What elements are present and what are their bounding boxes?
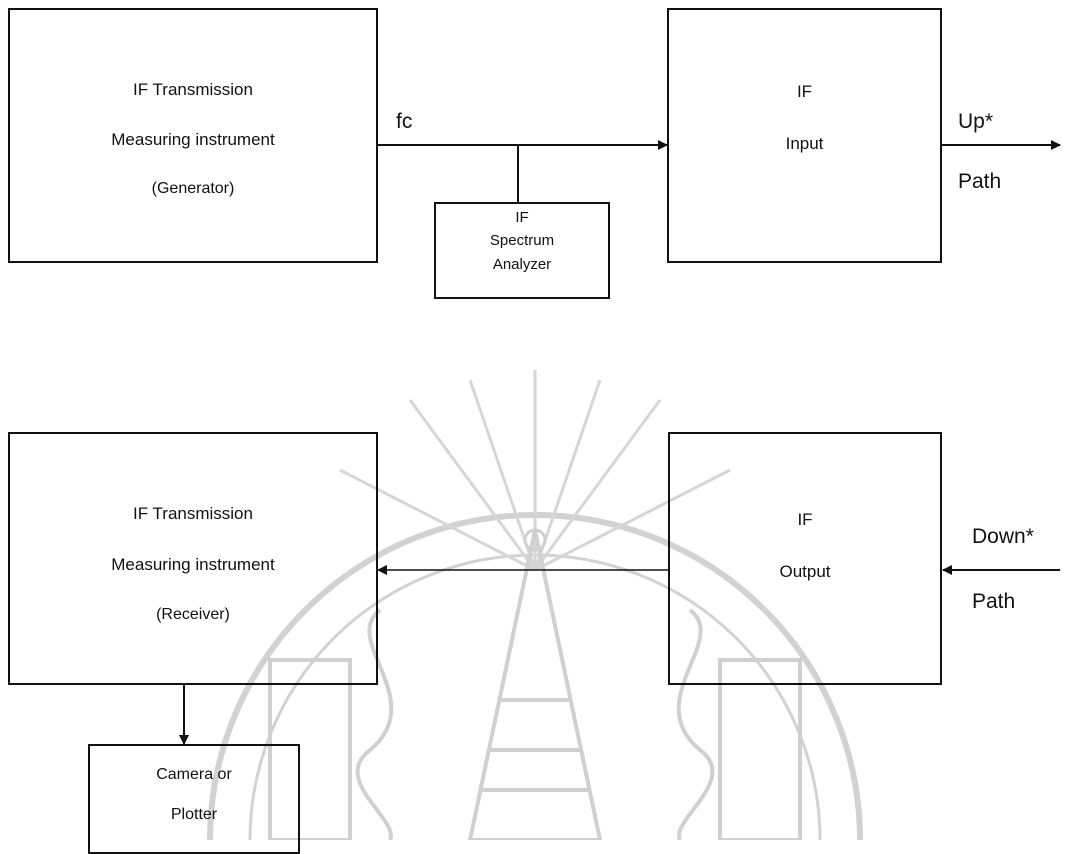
down-path-label: Down* [972, 525, 1034, 548]
analyzer-label-line2: Spectrum [489, 232, 555, 249]
if-input-box [667, 8, 942, 263]
receiver-box [8, 432, 378, 685]
camera-plotter-box [88, 744, 300, 854]
generator-label-line2: Measuring instrument [111, 130, 275, 149]
down-path-label-2: Path [972, 590, 1016, 613]
if-output-box [668, 432, 942, 685]
receiver-label-line2: Measuring instrument [111, 555, 275, 574]
camera-plotter-label-line2: Plotter [170, 806, 218, 823]
if-output-label-line1: IF [797, 510, 813, 529]
if-input-label-line2: Input [785, 134, 824, 153]
generator-label-line1: IF Transmission [133, 80, 253, 99]
analyzer-label-line1: IF [515, 209, 529, 226]
up-path-label: Up* [958, 110, 994, 133]
analyzer-label-line3: Analyzer [492, 256, 552, 273]
spectrum-analyzer-box [434, 202, 610, 299]
camera-plotter-label-line1: Camera or [156, 766, 232, 783]
generator-label-line3: (Generator) [151, 180, 235, 197]
fc-label: fc [396, 110, 413, 133]
receiver-label-line1: IF Transmission [133, 504, 253, 523]
up-path-label-2: Path [958, 170, 1002, 193]
generator-box [8, 8, 378, 263]
if-output-label-line2: Output [779, 562, 831, 581]
university-seal-watermark [207, 370, 863, 840]
receiver-label-line3: (Receiver) [156, 606, 230, 623]
if-input-label-line1: IF [796, 82, 813, 101]
